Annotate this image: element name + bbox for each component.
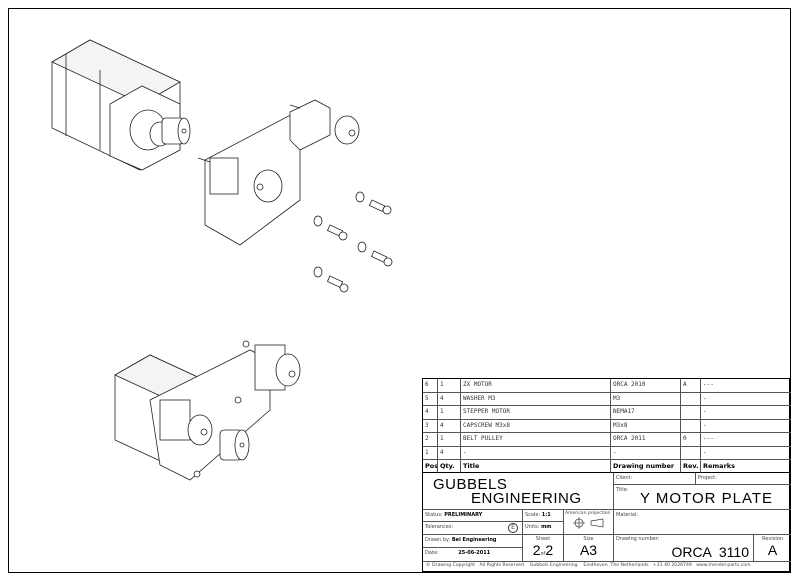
bom-drawing-number: M3x8: [611, 419, 681, 433]
status-value: PRELIMINARY: [444, 512, 483, 518]
date-cell: Date: 25-06-2011: [423, 548, 523, 562]
bom-drawing-number: -: [611, 446, 681, 460]
bom-title: WASHER M3: [461, 392, 611, 406]
sheet-cell: Sheet 2of2: [523, 535, 564, 562]
stepper-motor-exploded: [51, 39, 181, 171]
company-logo: GUBBELS ENGINEERING: [423, 473, 614, 510]
revision-label: Revision: [762, 536, 783, 542]
bom-title: CAPSCREW M3x8: [461, 419, 611, 433]
scale-label: Scale:: [525, 512, 541, 518]
motor-plate-exploded: [197, 99, 360, 246]
bom-drawing-number: ORCA 2010: [611, 379, 681, 393]
bom-rev: 0: [681, 433, 701, 447]
third-angle-projection-icon: [573, 517, 604, 529]
bom-qty: 1: [438, 406, 461, 420]
size-cell: Size A3: [564, 535, 614, 562]
drawn-by-label: Drawn by:: [425, 537, 451, 543]
bom-remarks: -: [701, 406, 791, 420]
bom-rev: [681, 392, 701, 406]
bom-drawing-number: M3: [611, 392, 681, 406]
projection-label: American projection: [565, 511, 611, 516]
copyright-notice: © Drawing Copyright All Rights Reserved …: [426, 563, 751, 568]
bom-qty: 1: [438, 433, 461, 447]
assembled-view: [114, 340, 301, 481]
sheet-number: 2: [532, 542, 541, 558]
title-label: Title:: [616, 487, 629, 493]
size-value: A3: [579, 542, 598, 558]
bom-remarks: ---: [701, 379, 791, 393]
bom-pos: 6: [423, 379, 438, 393]
tolerance-class-icon: E: [508, 523, 518, 533]
bom-pos: 3: [423, 419, 438, 433]
date-value: 25-06-2011: [458, 550, 491, 556]
revision-value: A: [767, 542, 778, 558]
screws-and-washers: [313, 191, 393, 293]
header-title: Title: [461, 460, 611, 473]
units-value: mm: [541, 524, 552, 530]
bom-rev: [681, 406, 701, 420]
scale-value: 1:1: [541, 512, 551, 518]
date-label: Date:: [425, 550, 439, 556]
revision-cell: Revision A: [754, 535, 791, 562]
sheet-of: of: [540, 551, 546, 557]
header-remarks: Remarks: [701, 460, 791, 473]
company-name-line1: GUBBELS: [433, 476, 508, 493]
size-label: Size: [583, 536, 594, 542]
status-label: Status:: [425, 512, 443, 518]
bom-rev: [681, 419, 701, 433]
bom-title: -: [461, 446, 611, 460]
drawing-number-value: ORCA 3110: [671, 544, 749, 560]
bom-qty: 4: [438, 392, 461, 406]
bom-remarks: -: [701, 393, 791, 406]
bom-drawing-number: NEMA17: [611, 406, 681, 420]
bom-rev: A: [681, 379, 701, 393]
projection-cell: American projection: [564, 510, 614, 535]
bom-pos: 4: [423, 406, 438, 420]
drawing-border: [8, 8, 791, 573]
drawing-number-cell: Drawing number: ORCA 3110: [614, 535, 754, 562]
bom-qty: 1: [438, 379, 461, 393]
drawn-by-value: Bei Engineering: [451, 537, 497, 543]
drawing-title: Y MOTOR PLATE: [640, 490, 774, 507]
tolerances-cell: Tolerances: E: [423, 522, 523, 535]
material-label: Material:: [614, 510, 791, 535]
company-name-line2: ENGINEERING: [471, 490, 582, 507]
bom-remarks: -: [701, 420, 791, 433]
bom-remarks: ---: [701, 433, 791, 447]
bom-rev: [681, 446, 701, 460]
header-drawing-number: Drawing number: [611, 460, 681, 473]
header-qty: Qty.: [438, 460, 461, 473]
units-cell: Units: mm: [523, 522, 564, 535]
title-block: 6 1 ZX MOTOR ORCA 2010 A --- 5 4 WASHER …: [422, 378, 791, 572]
header-rev: Rev.: [681, 460, 701, 473]
client-label: Client:: [614, 473, 696, 485]
sheet-label: Sheet: [535, 536, 551, 542]
tolerances-label: Tolerances:: [425, 524, 454, 530]
bom-qty: 4: [438, 446, 461, 460]
sheet-total: 2: [545, 542, 554, 558]
bom-title: STEPPER MOTOR: [461, 406, 611, 420]
bom-qty: 4: [438, 419, 461, 433]
bom-remarks: -: [701, 447, 791, 460]
bom-drawing-number: ORCA 2011: [611, 433, 681, 447]
bom-pos: 2: [423, 433, 438, 447]
drawn-by-cell: Drawn by: Bei Engineering: [423, 535, 523, 548]
bom-pos: 5: [423, 392, 438, 406]
units-label: Units:: [525, 524, 540, 530]
bom-pos: 1: [423, 446, 438, 460]
status-cell: Status: PRELIMINARY: [423, 510, 523, 522]
bom-title: ZX MOTOR: [461, 379, 611, 393]
gear-pulley-exploded: [161, 117, 191, 145]
title-cell: Title: Y MOTOR PLATE: [614, 485, 791, 510]
scale-cell: Scale: 1:1: [523, 510, 564, 522]
header-pos: Pos.: [423, 460, 438, 473]
bom-title: BELT PULLEY: [461, 433, 611, 447]
project-label: Project:: [696, 473, 791, 485]
drawing-number-label: Drawing number:: [616, 536, 660, 542]
